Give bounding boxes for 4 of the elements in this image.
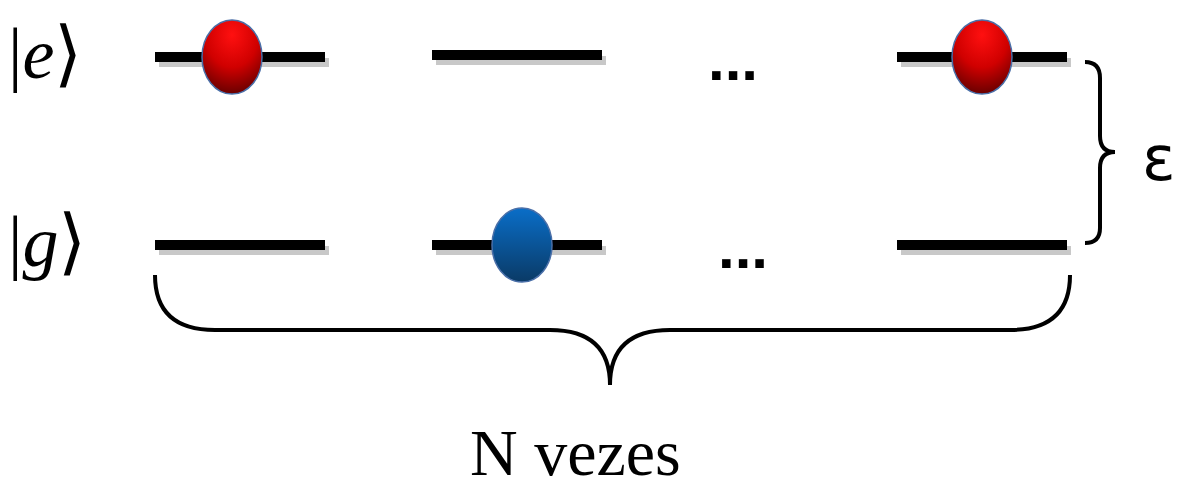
count-label: N vezes <box>470 420 681 486</box>
ellipsis: ... <box>708 30 758 90</box>
energy-gap-label: ε <box>1142 128 1176 190</box>
ellipsis: ... <box>718 218 768 278</box>
